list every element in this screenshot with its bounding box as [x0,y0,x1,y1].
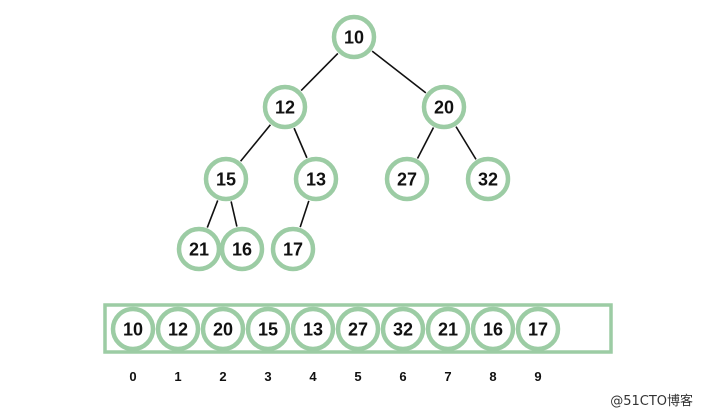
tree-node-label: 17 [283,240,303,260]
tree-node-label: 20 [434,98,454,118]
array-cell: 10 [110,306,156,352]
array-cell-label: 27 [348,320,368,340]
array-cell-label: 10 [123,320,143,340]
array-index-label: 4 [309,369,317,384]
array-cell-label: 13 [303,320,323,340]
array-cell: 20 [200,306,246,352]
tree-node: 12 [262,84,308,130]
tree-edge-n3-n7 [206,200,219,228]
tree-node-circle [293,156,339,202]
tree-node: 13 [293,156,339,202]
tree-node-circle [421,84,467,130]
array-cell-circle [245,306,291,352]
array-cell-circle [335,306,381,352]
array-index-label: 5 [354,369,361,384]
tree-edge-n0-n2 [371,50,427,94]
array-cell-circle [425,306,471,352]
tree-edge-n2-n5 [416,127,435,159]
tree-node-circle [219,226,265,272]
tree-node-circle [331,14,377,60]
tree-node: 10 [331,14,377,60]
tree-nodes: 10 12 20 15 13 27 32 21 16 17 [176,14,511,272]
tree-node-label: 15 [216,170,236,190]
array-cell: 32 [380,306,426,352]
tree-edges [206,50,477,228]
tree-node-label: 16 [232,240,252,260]
array-cell-label: 16 [483,320,503,340]
tree-node-circle [384,156,430,202]
tree-edge-n1-n4 [293,127,308,159]
array-cell-label: 15 [258,320,278,340]
tree-node-label: 13 [306,170,326,190]
array-index-label: 1 [174,369,181,384]
array-cell: 16 [470,306,516,352]
tree-node-label: 21 [189,240,209,260]
array-cell-circle [155,306,201,352]
array-cell: 17 [515,306,561,352]
tree-node-circle [270,226,316,272]
array-cell-circle [200,306,246,352]
array-cell-circle [515,306,561,352]
array-cell-label: 21 [438,320,458,340]
tree-node-label: 12 [275,98,295,118]
array-index-label: 3 [264,369,271,384]
tree-edge-n1-n3 [239,124,272,162]
array-cell-circle [110,306,156,352]
tree-node: 20 [421,84,467,130]
tree-node-label: 32 [478,170,498,190]
array-cell-circle [380,306,426,352]
tree-node-circle [203,156,249,202]
array-cell: 21 [425,306,471,352]
array-cell-circle [470,306,516,352]
array-cell-label: 32 [393,320,413,340]
array-container [103,303,613,354]
tree-node-circle [465,156,511,202]
array-cell-label: 12 [168,320,188,340]
array-cell: 12 [155,306,201,352]
array-index-label: 0 [129,369,136,384]
tree-node-circle [176,226,222,272]
tree-node-circle [262,84,308,130]
array-cell-label: 17 [528,320,548,340]
array-index-label: 6 [399,369,406,384]
array-cell: 15 [245,306,291,352]
tree-edge-n2-n6 [455,126,477,160]
array-cell: 13 [290,306,336,352]
tree-node: 21 [176,226,222,272]
tree-node: 17 [270,226,316,272]
tree-edge-n0-n1 [300,52,339,92]
tree-edge-n3-n8 [230,201,238,227]
array-cell-circle [290,306,336,352]
tree-node-label: 10 [344,28,364,48]
tree-node: 16 [219,226,265,272]
array-indices: 0 1 2 3 4 5 6 7 8 9 [129,369,541,384]
array-index-label: 9 [534,369,541,384]
watermark: @51CTO博客 [610,394,693,409]
tree-edge-n4-n9 [299,200,310,228]
array-index-label: 7 [444,369,451,384]
tree-node: 15 [203,156,249,202]
array-cells: 10 12 20 15 13 27 32 21 16 17 [110,306,561,352]
tree-node-label: 27 [397,170,417,190]
array-cell-label: 20 [213,320,233,340]
tree-node: 27 [384,156,430,202]
array-index-label: 2 [219,369,226,384]
array-cell: 27 [335,306,381,352]
array-index-label: 8 [489,369,496,384]
tree-node: 32 [465,156,511,202]
